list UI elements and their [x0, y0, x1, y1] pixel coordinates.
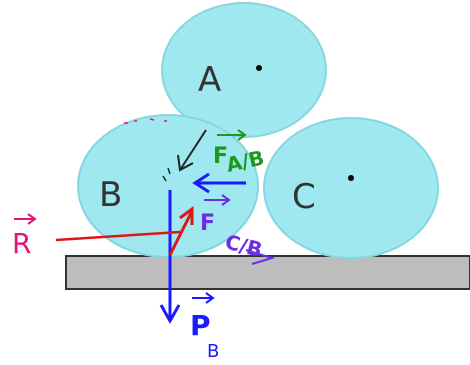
force-c-on-b-label: F	[200, 211, 215, 236]
ball-c	[263, 117, 439, 259]
ball-b	[77, 114, 259, 258]
ball-a-center	[256, 65, 262, 71]
force-a-on-b-arrowhead	[177, 154, 194, 172]
weight-vector-arrow	[192, 292, 215, 304]
sketch-marks	[124, 118, 167, 124]
weight-label: P	[190, 309, 211, 342]
ball-c-label: C	[292, 177, 316, 217]
reaction-pointer-line	[55, 230, 181, 242]
force-c-on-b-vector-arrow	[204, 194, 231, 206]
weight-arrowhead	[159, 304, 181, 325]
weight-subscript: B	[207, 341, 219, 362]
ball-c-center	[348, 175, 354, 181]
reaction-arrowhead	[179, 206, 194, 225]
ground-surface	[65, 255, 470, 290]
reaction-vector	[168, 210, 194, 256]
force-a-on-b-vector-arrow	[217, 129, 247, 141]
force-a-on-b-label: F	[213, 144, 228, 169]
reaction-vector-arrow	[14, 213, 37, 225]
force-c-on-b-arrowhead	[192, 172, 210, 194]
ball-a-label: A	[198, 60, 221, 100]
force-a-on-b-line	[179, 129, 207, 171]
ball-a	[161, 2, 327, 138]
subscript-scribble	[245, 249, 276, 265]
sketch-ticks	[162, 167, 171, 182]
reaction-label: R	[12, 227, 31, 260]
ball-b-label: B	[99, 175, 122, 215]
